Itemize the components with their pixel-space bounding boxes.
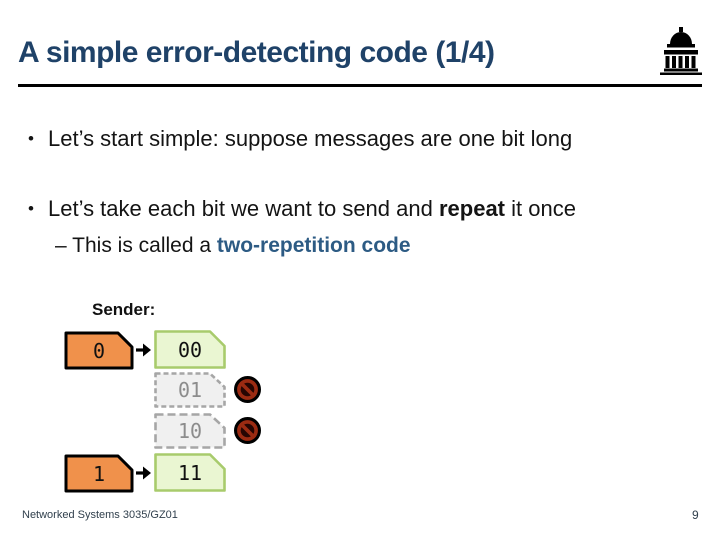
snip-rect-shape — [64, 331, 134, 370]
codeword-11: 11 — [177, 460, 203, 485]
no-entry-icon — [234, 376, 261, 403]
invalid-codeword-10: 10 — [177, 419, 203, 443]
invalid-codeword-box-10: 10 — [154, 413, 226, 449]
title-underline — [18, 84, 702, 87]
snip-rect-shape — [154, 453, 226, 492]
university-portico-icon — [660, 27, 702, 75]
codeword-00: 00 — [177, 337, 203, 362]
sub-bullet-term: two-repetition code — [216, 234, 411, 257]
arrow-right-icon — [136, 466, 151, 480]
snip-rect-shape — [154, 413, 226, 449]
snip-rect-shape — [154, 330, 226, 369]
sender-label: Sender: — [92, 300, 156, 319]
input-bit-box-1: 1 — [64, 454, 134, 493]
codeword-box-11: 11 — [154, 453, 226, 492]
bullet-2-post: it once — [505, 196, 576, 221]
bullet-dot: • — [28, 129, 34, 148]
input-bit-0: 0 — [92, 338, 106, 363]
bullet-1-text: Let’s start simple: suppose messages are… — [48, 126, 573, 151]
bullet-2: • Let’s take each bit we want to send an… — [28, 196, 698, 222]
dash-marker: – — [55, 234, 73, 257]
input-bit-box-0: 0 — [64, 331, 134, 370]
bullet-1: • Let’s start simple: suppose messages a… — [28, 126, 698, 152]
arrow-right-icon — [136, 343, 151, 357]
codeword-box-00: 00 — [154, 330, 226, 369]
snip-rect-shape — [154, 372, 226, 408]
no-entry-icon — [234, 417, 261, 444]
snip-rect-shape — [64, 454, 134, 493]
invalid-codeword-box-01: 01 — [154, 372, 226, 408]
sub-bullet: – This is called a two-repetition code — [55, 234, 695, 258]
bullet-2-emphasis: repeat — [438, 196, 506, 221]
input-bit-1: 1 — [92, 461, 106, 486]
page-title: A simple error-detecting code (1/4) — [18, 36, 495, 69]
bullet-2-pre: Let’s take each bit we want to send and — [48, 196, 439, 221]
page-number: 9 — [692, 508, 699, 522]
invalid-codeword-01: 01 — [177, 378, 203, 402]
sub-bullet-pre: This is called a — [72, 234, 217, 257]
bullet-dot: • — [28, 199, 34, 218]
footer-course-label: Networked Systems 3035/GZ01 — [22, 509, 178, 521]
bullet-2-text: Let’s take each bit we want to send and … — [48, 196, 576, 222]
